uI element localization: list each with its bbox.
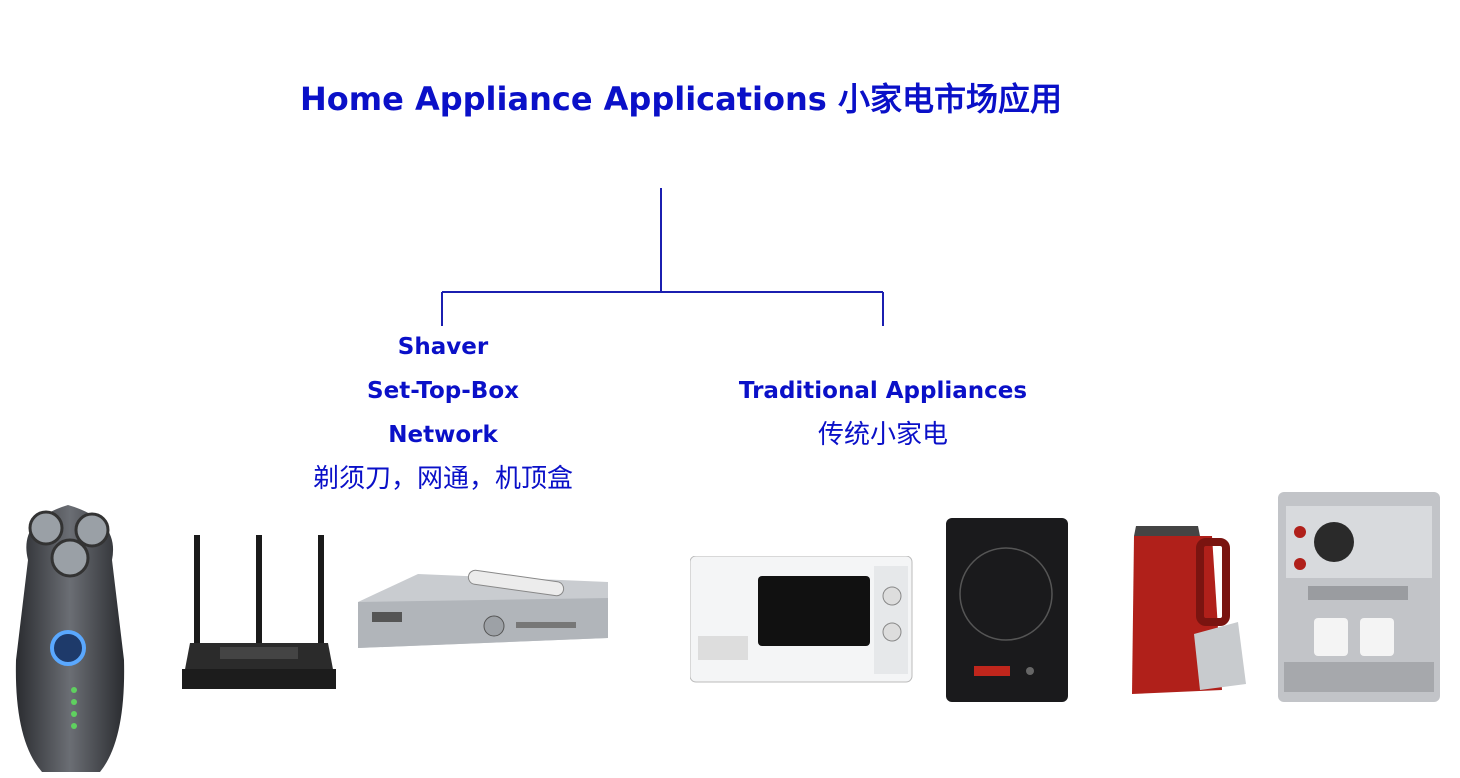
label-network: Network <box>388 422 498 448</box>
label-right-chinese: 传统小家电 <box>817 420 948 450</box>
right-branch-labels: Traditional Appliances 传统小家电 <box>700 369 1066 457</box>
router-image <box>182 535 336 689</box>
left-branch-labels: Shaver Set-Top-Box Network 剃须刀，网通，机顶盒 <box>283 325 603 501</box>
espresso-machine-image <box>1278 492 1440 702</box>
label-shaver: Shaver <box>397 334 489 360</box>
label-set-top-box: Set-Top-Box <box>367 378 519 404</box>
label-left-chinese: 剃须刀，网通，机顶盒 <box>312 464 573 494</box>
soymilk-maker-image <box>1132 526 1246 694</box>
label-traditional-appliances: Traditional Appliances <box>738 378 1028 404</box>
set-top-box-image <box>358 569 608 648</box>
page-title: Home Appliance Applications 小家电市场应用 <box>300 80 1062 118</box>
induction-cooker-image <box>946 518 1068 702</box>
shaver-image <box>15 505 125 772</box>
microwave-image <box>690 556 913 683</box>
